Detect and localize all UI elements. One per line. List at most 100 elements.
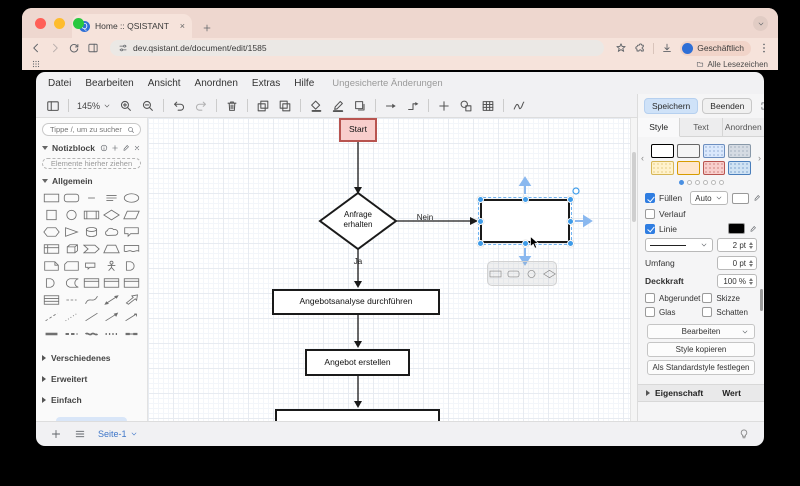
shape-thin-arrow-icon[interactable] (123, 309, 141, 325)
toggle-skizze[interactable]: Skizze (702, 293, 757, 303)
swatch-page-dot[interactable] (678, 180, 684, 185)
lightbulb-icon[interactable] (738, 428, 750, 440)
shape-card-icon[interactable] (62, 258, 80, 274)
selection-handle[interactable] (476, 195, 484, 203)
section-erweitert[interactable]: Erweitert (42, 374, 141, 384)
shape-trapezoid-icon[interactable] (103, 241, 121, 257)
tab-anordnen[interactable]: Anordnen (722, 118, 764, 136)
browser-tab[interactable]: Q Home :: QSISTANT × (72, 14, 192, 38)
shape-bold-link-icon[interactable] (123, 326, 141, 342)
save-button[interactable]: Speichern (644, 98, 699, 114)
scrollbar-thumb[interactable] (632, 152, 636, 222)
collapse-toolbar-button[interactable] (753, 16, 768, 31)
line-color-icon[interactable] (331, 99, 345, 113)
shape-actor-icon[interactable] (103, 258, 121, 274)
shape-data-storage-icon[interactable] (62, 275, 80, 291)
selection-handle[interactable] (566, 217, 574, 225)
tab-close-icon[interactable]: × (179, 20, 185, 31)
exit-button[interactable]: Beenden (702, 98, 753, 114)
section-verschiedenes[interactable]: Verschiedenes (42, 353, 141, 363)
scratchpad-section[interactable]: Notizblock (42, 143, 141, 153)
style-swatch-3[interactable] (702, 144, 726, 158)
shape-bidirectional-arrow-icon[interactable] (103, 292, 121, 308)
selection-handle[interactable] (566, 195, 574, 203)
swatch-next-icon[interactable]: › (758, 152, 761, 163)
pages-list-button[interactable] (74, 428, 86, 440)
fill-color-icon[interactable] (309, 99, 323, 113)
swatch-page-dot[interactable] (718, 180, 724, 185)
menu-extras[interactable]: Extras (251, 77, 281, 89)
all-bookmarks-label[interactable]: Alle Lesezeichen (707, 59, 768, 69)
line-checkbox[interactable] (645, 223, 655, 234)
delete-icon[interactable] (225, 99, 239, 113)
node-start[interactable]: Start (339, 118, 377, 142)
scratchpad-dropzone[interactable]: Elemente hierher ziehen (42, 158, 141, 169)
panel-scrollbar-thumb[interactable] (760, 289, 763, 311)
shape-rounded-rectangle-icon[interactable] (62, 190, 80, 206)
shape-callout-line-icon[interactable] (82, 258, 100, 274)
shape-search[interactable] (42, 123, 141, 136)
style-swatch-8[interactable] (728, 161, 751, 175)
maximize-window-button[interactable] (73, 18, 84, 29)
shape-tape-icon[interactable] (123, 241, 141, 257)
style-swatch-2[interactable] (676, 144, 700, 158)
reload-button[interactable] (68, 42, 80, 54)
browser-menu-icon[interactable] (758, 42, 770, 54)
sidebar-button[interactable] (87, 42, 99, 54)
to-back-icon[interactable] (278, 99, 292, 113)
perimeter-stepper[interactable]: 0 pt (717, 256, 757, 270)
shape-picker-popup[interactable] (487, 261, 557, 286)
shape-curve-icon[interactable] (82, 292, 100, 308)
add-page-button[interactable] (50, 428, 62, 440)
page-tab[interactable]: Seite-1 (98, 429, 138, 439)
line-style-select[interactable] (645, 238, 713, 252)
close-scratchpad-icon[interactable] (133, 144, 141, 152)
shape-text-icon[interactable] (82, 190, 100, 206)
property-header[interactable]: Eigenschaft Wert (638, 384, 764, 402)
shape-callout-icon[interactable] (123, 224, 141, 240)
style-swatch-6[interactable] (676, 161, 700, 175)
style-swatch-4[interactable] (728, 144, 751, 158)
shape-container-icon[interactable] (103, 275, 121, 291)
shape-cloud-icon[interactable] (103, 224, 121, 240)
line-color-swatch[interactable] (728, 223, 745, 234)
edge-label-yes[interactable]: Ja (353, 257, 363, 266)
redo-icon[interactable] (194, 99, 208, 113)
decision-diamond[interactable] (318, 191, 398, 251)
skizze-checkbox[interactable] (702, 293, 713, 303)
fill-color-swatch[interactable] (731, 192, 749, 204)
fill-checkbox[interactable] (645, 193, 655, 203)
edge-label-no[interactable]: Nein (416, 213, 434, 222)
diagram-canvas[interactable]: Start Anfrage erhalten Nein Ja Angebotsa… (148, 118, 637, 421)
insert-icon[interactable] (437, 99, 451, 113)
edit-scratchpad-icon[interactable] (122, 144, 130, 152)
tab-text[interactable]: Text (680, 118, 723, 136)
menu-datei[interactable]: Datei (48, 77, 72, 89)
extensions-icon[interactable] (634, 42, 646, 54)
canvas-vertical-scrollbar[interactable] (630, 118, 637, 421)
swatch-page-dot[interactable] (702, 180, 708, 185)
swatch-page-dot[interactable] (694, 180, 700, 185)
shape-circle-icon[interactable] (62, 207, 80, 223)
swatch-pagination[interactable] (638, 178, 764, 189)
insert-edge-icon[interactable] (384, 99, 398, 113)
profile-chip[interactable]: Geschäftlich (680, 40, 751, 56)
shape-triangle-icon[interactable] (62, 224, 80, 240)
freehand-icon[interactable] (512, 99, 526, 113)
shape-hexagon-icon[interactable] (42, 224, 60, 240)
zoom-out-icon[interactable] (141, 99, 155, 113)
shape-container-icon[interactable] (123, 275, 141, 291)
back-button[interactable] (30, 42, 42, 54)
shape-cube-icon[interactable] (62, 241, 80, 257)
shape-note-icon[interactable] (42, 258, 60, 274)
abgerundet-checkbox[interactable] (645, 293, 655, 303)
picker-rounded-rectangle-icon[interactable] (507, 269, 520, 279)
site-settings-icon[interactable] (118, 43, 128, 53)
to-front-icon[interactable] (256, 99, 270, 113)
tab-style[interactable]: Style (638, 118, 681, 137)
menu-hilfe[interactable]: Hilfe (294, 77, 315, 89)
swatch-page-dot[interactable] (710, 180, 716, 185)
shape-bold-line-icon[interactable] (42, 326, 60, 342)
node-partial[interactable] (275, 409, 440, 421)
shape-bold-dashed-icon[interactable] (62, 326, 80, 342)
